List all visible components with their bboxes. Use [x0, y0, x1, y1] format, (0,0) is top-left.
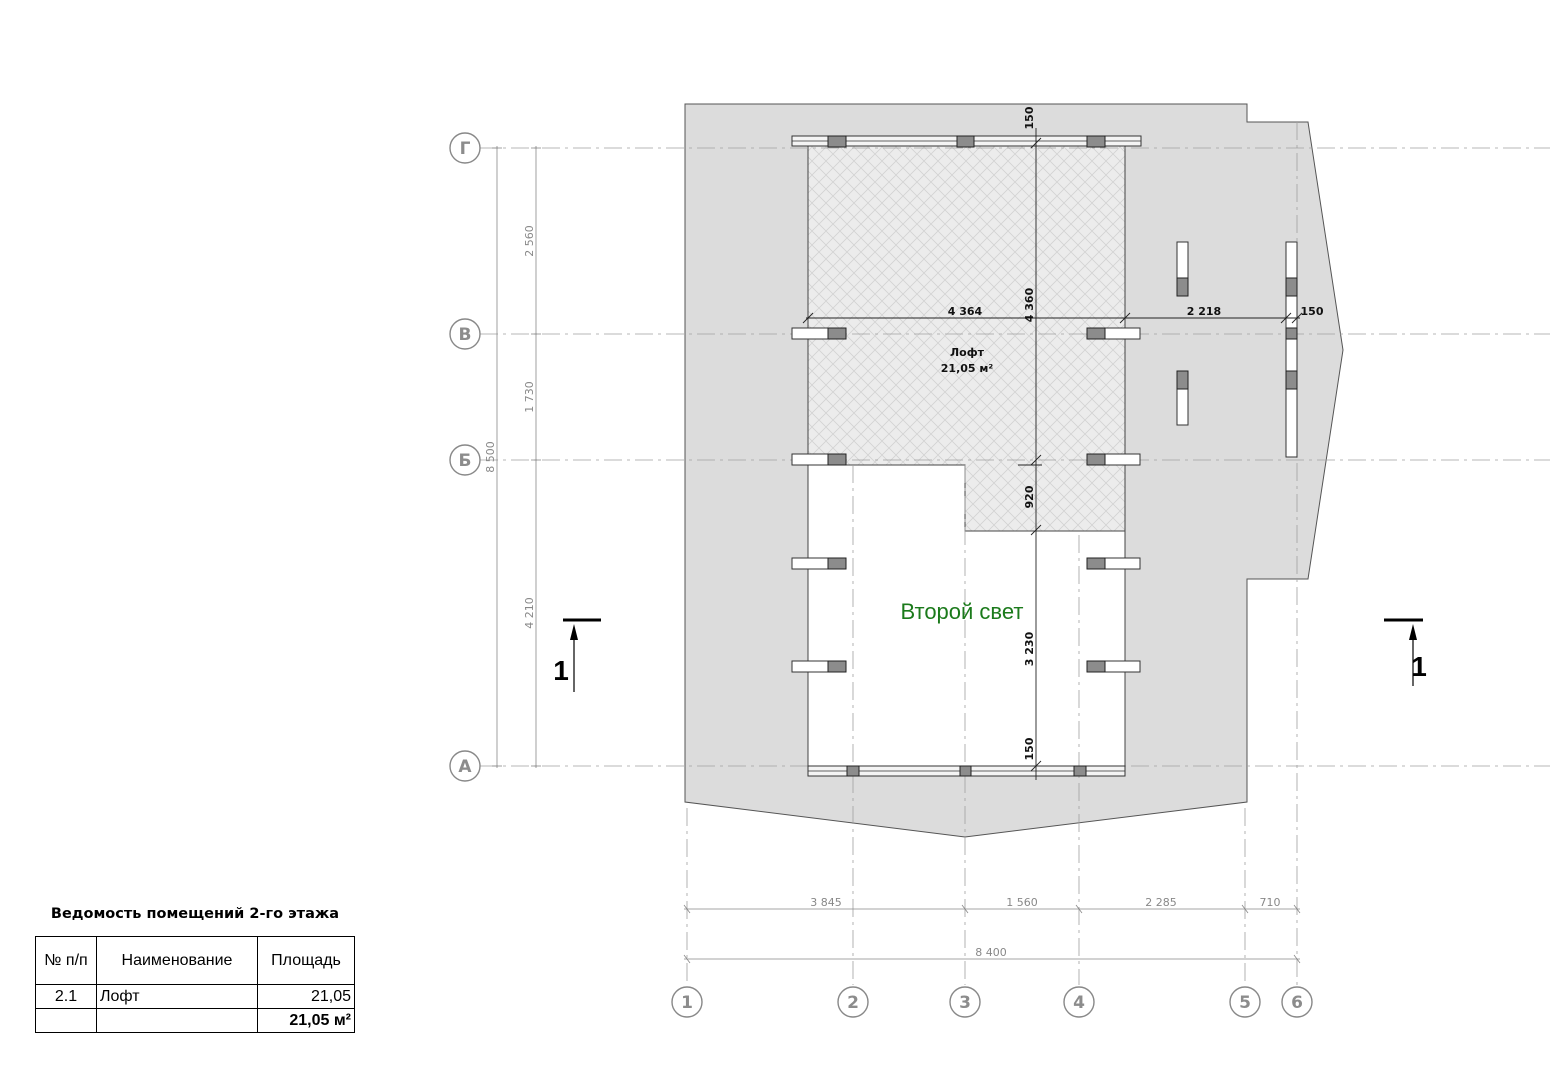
inner-dimension-loft-height: 4 360	[1023, 287, 1036, 322]
room-name: Лофт	[950, 346, 985, 359]
bottom-total-dimension: 8 400	[975, 946, 1007, 959]
col-axis-label: 2	[847, 993, 859, 1013]
inner-dimension-right-gap: 150	[1301, 305, 1324, 318]
schedule-title: Ведомость помещений 2-го этажа	[50, 906, 340, 922]
left-dimension: 4 210	[523, 597, 536, 629]
table-total-row: 21,05 м²	[35, 1008, 355, 1033]
section-number-right: 1	[1411, 651, 1427, 682]
section-mark-right	[1384, 618, 1423, 686]
inner-dimension-right-span: 2 218	[1187, 305, 1221, 318]
row-axis-label: В	[459, 325, 472, 345]
room-area: 21,05 м²	[941, 362, 994, 375]
left-dimension: 2 560	[523, 225, 536, 257]
col-axis-label: 1	[681, 993, 693, 1013]
header-area: Площадь	[257, 936, 355, 985]
left-dimension-lines	[492, 146, 541, 768]
bottom-dimension: 1 560	[1006, 896, 1038, 909]
col-axis-lines	[686, 122, 1298, 985]
col-axis-label: 3	[959, 993, 971, 1013]
left-dimension: 1 730	[523, 381, 536, 413]
table-row: 2.1 Лофт 21,05	[35, 984, 355, 1009]
section-number-left: 1	[553, 655, 569, 686]
room-schedule-table: № п/п Наименование Площадь 2.1 Лофт 21,0…	[35, 936, 355, 1033]
row-axis-bubbles	[449, 132, 481, 782]
row-area: 21,05	[257, 984, 355, 1009]
left-total-dimension: 8 500	[484, 441, 497, 473]
inner-dimension-bottom-gap: 150	[1023, 737, 1036, 760]
inner-dimension-lines	[802, 128, 1303, 780]
beams	[791, 241, 1298, 673]
column-boxes	[827, 135, 1298, 777]
section-mark-left	[563, 618, 601, 692]
inner-dimension-top-gap: 150	[1023, 106, 1036, 129]
row-axis-label: Б	[459, 451, 472, 471]
bottom-dimension: 3 845	[810, 896, 842, 909]
void-label: Второй свет	[901, 599, 1024, 624]
total-area: 21,05 м²	[257, 1008, 355, 1033]
total-empty-1	[35, 1008, 97, 1033]
col-axis-label: 5	[1239, 993, 1251, 1013]
inner-dimension-loft-width: 4 364	[948, 305, 983, 318]
total-empty-2	[96, 1008, 258, 1033]
col-axis-label: 4	[1073, 993, 1085, 1013]
row-axis-label: Г	[460, 139, 471, 159]
inner-dimension-step: 920	[1023, 485, 1036, 508]
row-number: 2.1	[35, 984, 97, 1009]
header-number: № п/п	[35, 936, 97, 985]
inner-dimension-void-height: 3 230	[1023, 631, 1036, 666]
bottom-dimension: 710	[1260, 896, 1281, 909]
col-axis-bubbles	[671, 986, 1313, 1018]
bottom-dimension: 2 285	[1145, 896, 1177, 909]
header-name: Наименование	[96, 936, 258, 985]
table-header-row: № п/п Наименование Площадь	[35, 936, 355, 985]
col-axis-label: 6	[1291, 993, 1303, 1013]
row-name: Лофт	[96, 984, 258, 1009]
bottom-dimension-lines	[683, 904, 1301, 964]
row-axis-label: А	[458, 757, 472, 777]
